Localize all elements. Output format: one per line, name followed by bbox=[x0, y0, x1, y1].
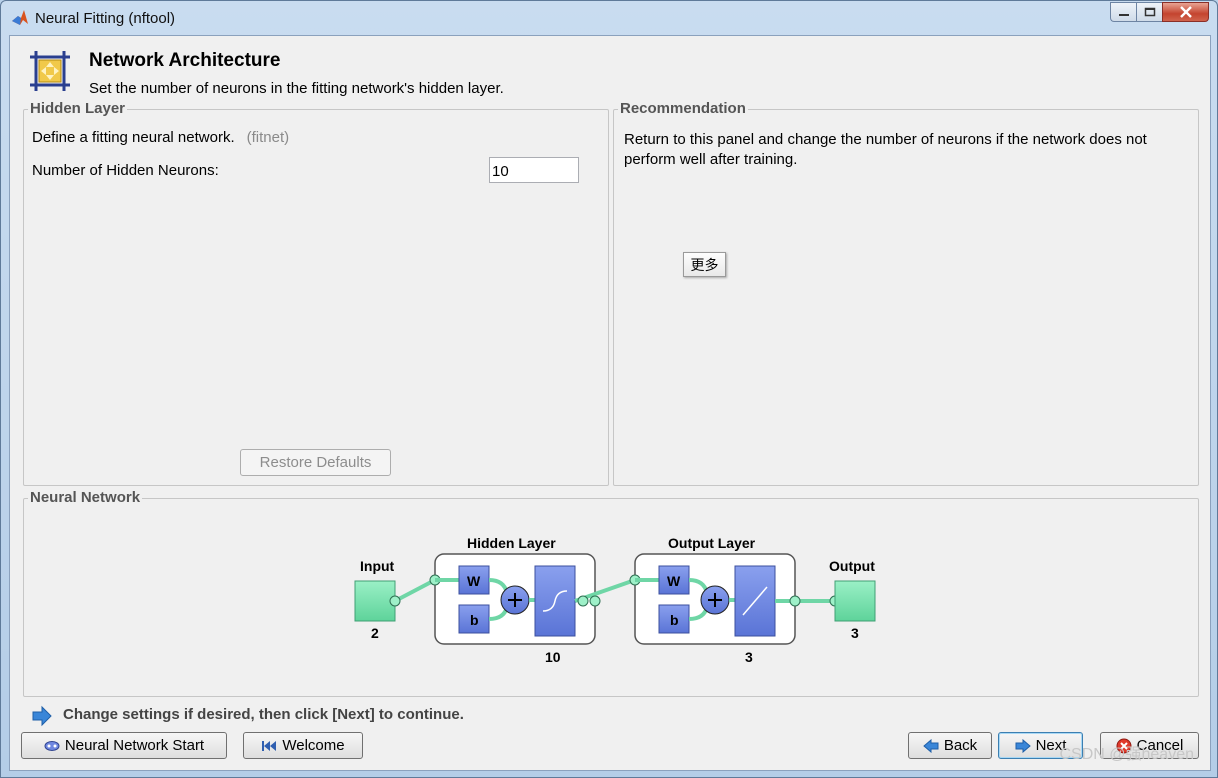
restore-defaults-button[interactable]: Restore Defaults bbox=[240, 449, 391, 476]
input-size: 2 bbox=[371, 625, 379, 641]
hidden-neurons-label: Number of Hidden Neurons: bbox=[32, 162, 219, 179]
cancel-button[interactable]: Cancel bbox=[1100, 732, 1199, 759]
hidden-b-label: b bbox=[470, 612, 479, 628]
output-out-port-a bbox=[789, 595, 801, 607]
output-node bbox=[834, 580, 876, 622]
network-start-icon bbox=[44, 740, 60, 751]
fitnet-tag: (fitnet) bbox=[246, 129, 290, 146]
recommendation-panel: Recommendation Return to this panel and … bbox=[613, 100, 1199, 486]
output-layer-size: 3 bbox=[745, 649, 753, 665]
output-layer-title: Output Layer bbox=[668, 535, 756, 551]
minimize-button[interactable] bbox=[1110, 2, 1136, 22]
output-label: Output bbox=[829, 558, 875, 574]
network-architecture-icon bbox=[30, 51, 70, 91]
watermark: CSDN @强heaven bbox=[1059, 746, 1194, 763]
page-subtitle: Set the number of neurons in the fitting… bbox=[89, 80, 504, 97]
cancel-icon bbox=[1116, 738, 1132, 753]
rewind-icon bbox=[262, 740, 277, 751]
recommendation-legend: Recommendation bbox=[618, 100, 748, 117]
minimize-icon bbox=[1118, 14, 1129, 16]
client-area: Network Architecture Set the number of n… bbox=[9, 35, 1211, 771]
output-w-label: W bbox=[667, 573, 681, 589]
hidden-layer-title: Hidden Layer bbox=[467, 535, 556, 551]
neural-network-legend: Neural Network bbox=[28, 489, 143, 506]
hidden-w-label: W bbox=[467, 573, 481, 589]
maximize-icon bbox=[1144, 7, 1155, 17]
close-button[interactable] bbox=[1162, 2, 1209, 22]
output-bias-node bbox=[658, 604, 690, 634]
arrow-right-icon bbox=[32, 705, 52, 727]
hidden-weight-node bbox=[458, 565, 490, 595]
recommendation-text: Return to this panel and change the numb… bbox=[624, 131, 1147, 168]
next-label: Next bbox=[1035, 737, 1067, 754]
hidden-layer-panel: Hidden Layer Define a fitting neural net… bbox=[23, 100, 609, 486]
window-title: Neural Fitting (nftool) bbox=[35, 10, 176, 27]
output-weight-node bbox=[658, 565, 690, 595]
more-tooltip-button[interactable]: 更多 bbox=[683, 252, 726, 277]
title-bar[interactable]: Neural Fitting (nftool) bbox=[1, 1, 1217, 35]
define-network-label: Define a fitting neural network. bbox=[32, 129, 235, 146]
back-label: Back bbox=[943, 737, 978, 754]
connector-input-hidden bbox=[394, 578, 436, 603]
neural-network-panel: Neural Network Input 2 Hidden Layer bbox=[23, 489, 1199, 697]
input-node bbox=[354, 580, 396, 622]
input-label: Input bbox=[360, 558, 395, 574]
next-button[interactable]: Next bbox=[998, 732, 1083, 759]
welcome-button[interactable]: Welcome bbox=[243, 732, 363, 759]
input-port bbox=[389, 595, 401, 607]
hidden-layer-legend: Hidden Layer bbox=[28, 100, 128, 117]
sigmoid-icon bbox=[542, 590, 568, 612]
output-size: 3 bbox=[851, 625, 859, 641]
close-icon bbox=[1179, 6, 1192, 18]
page-title: Network Architecture bbox=[89, 50, 281, 71]
arrow-right-icon bbox=[1015, 738, 1031, 753]
output-plus-icon bbox=[708, 593, 722, 607]
hidden-neurons-input[interactable] bbox=[489, 157, 579, 183]
back-button[interactable]: Back bbox=[908, 732, 992, 759]
linear-icon bbox=[742, 586, 768, 616]
hidden-out-port-a bbox=[577, 595, 589, 607]
cancel-label: Cancel bbox=[1136, 737, 1184, 754]
neural-network-start-button[interactable]: Neural Network Start bbox=[21, 732, 227, 759]
matlab-logo-icon bbox=[12, 10, 28, 25]
instruction-hint: Change settings if desired, then click [… bbox=[63, 706, 464, 723]
hidden-size: 10 bbox=[545, 649, 561, 665]
neural-network-start-label: Neural Network Start bbox=[64, 737, 205, 754]
output-b-label: b bbox=[670, 612, 679, 628]
network-diagram: Input 2 Hidden Layer W b bbox=[354, 535, 876, 665]
hidden-out-port-b bbox=[589, 595, 601, 607]
define-network-text: Define a fitting neural network. (fitnet) bbox=[32, 129, 289, 146]
hidden-plus-icon bbox=[508, 593, 522, 607]
arrow-left-icon bbox=[923, 738, 939, 753]
welcome-label: Welcome bbox=[282, 737, 345, 754]
maximize-button[interactable] bbox=[1136, 2, 1162, 22]
